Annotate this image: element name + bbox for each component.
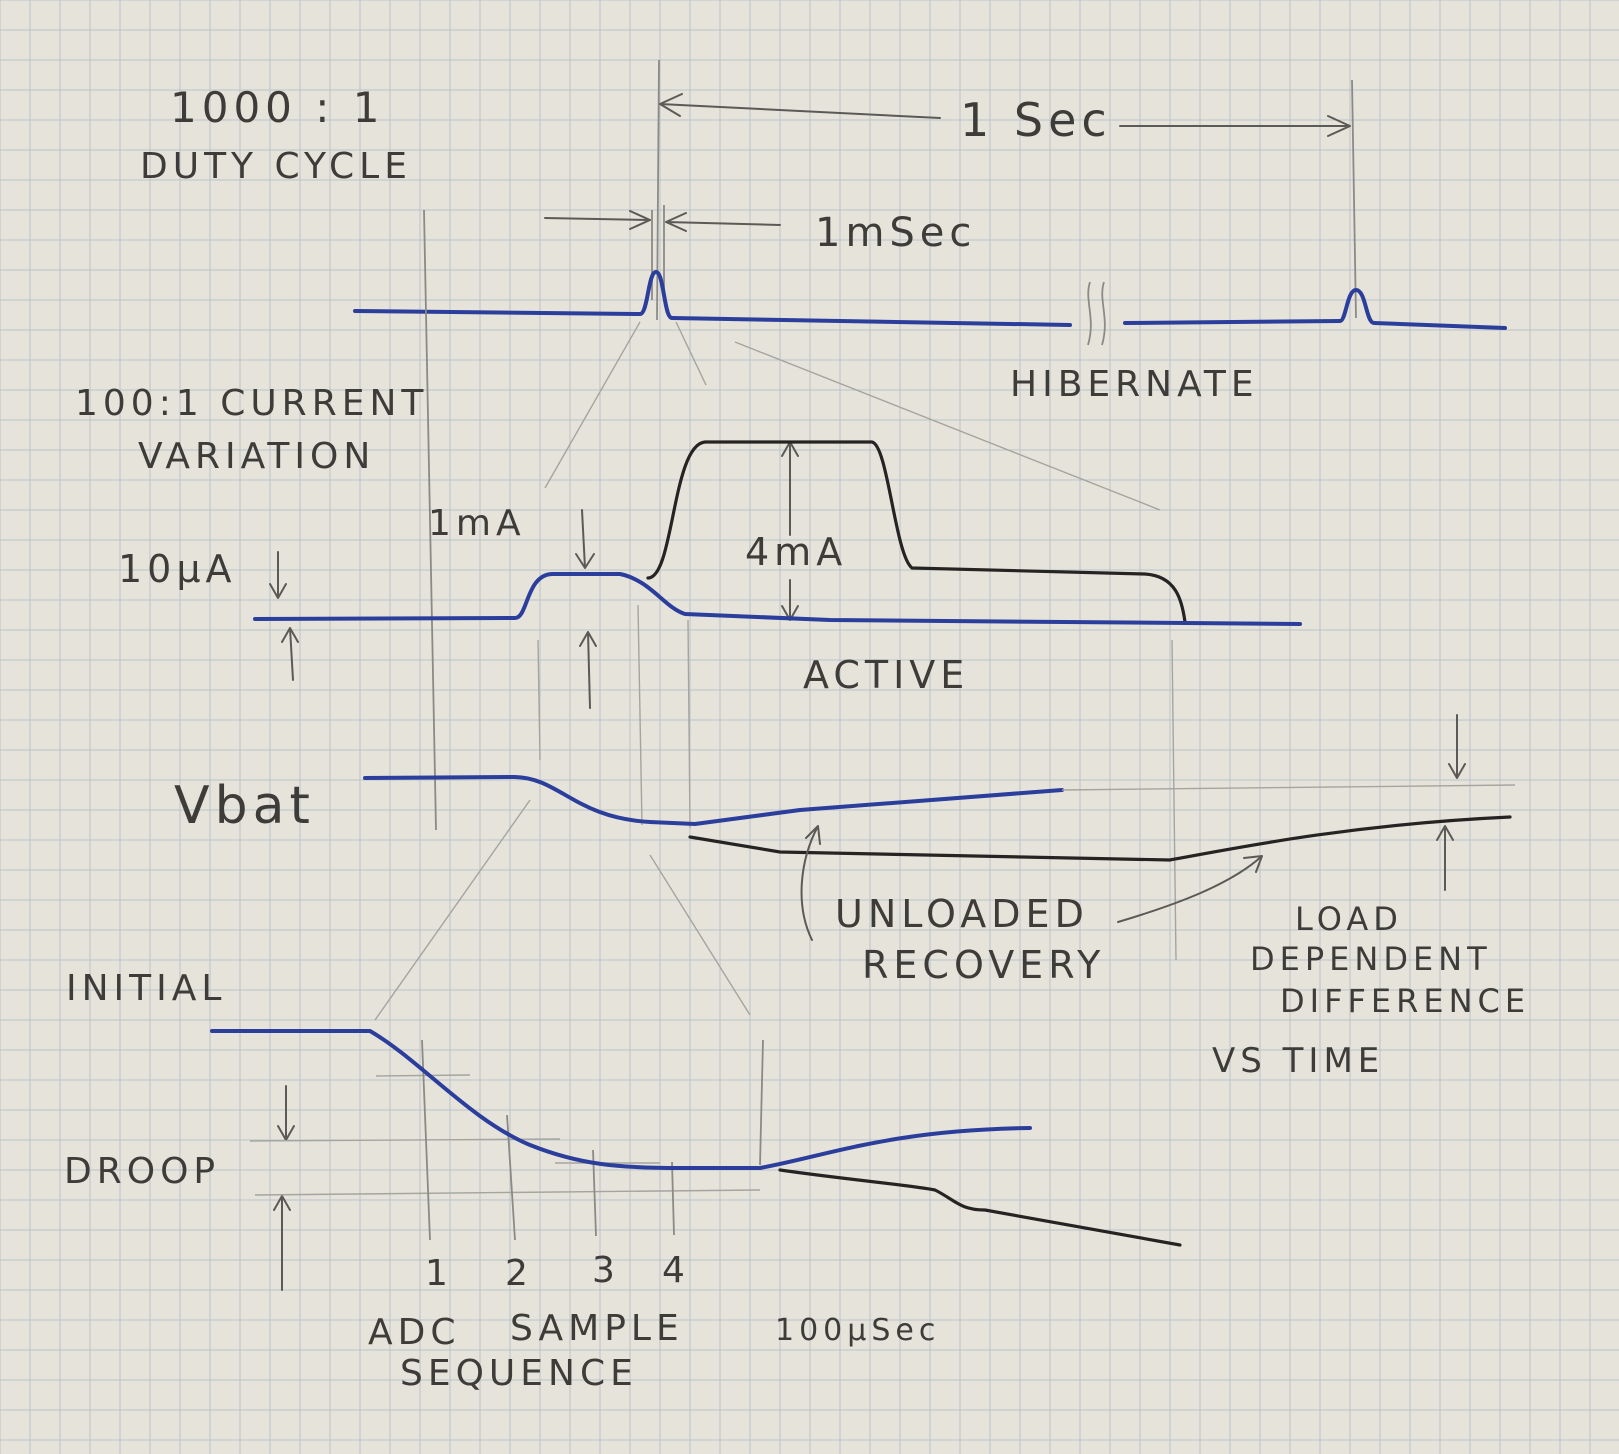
four-ma-up-arrow bbox=[781, 441, 799, 536]
one-ma-up-arrow bbox=[579, 631, 597, 709]
sample-4-tick bbox=[671, 1161, 675, 1236]
load-label: LOAD bbox=[1295, 900, 1403, 938]
droop-top-arrow bbox=[277, 1085, 295, 1141]
vbat-unloaded-waveform bbox=[363, 775, 1064, 826]
droop-reference-line bbox=[254, 1189, 761, 1196]
hundred-usec-label: 100μSec bbox=[775, 1313, 940, 1348]
sample-3-label: 3 bbox=[592, 1250, 620, 1291]
sample-label: SAMPLE bbox=[510, 1308, 684, 1349]
dependent-label: DEPENDENT bbox=[1250, 940, 1492, 978]
zoom-lines-lower bbox=[374, 799, 764, 1166]
difference-top-arrow bbox=[1448, 714, 1466, 779]
adc-blue-waveform bbox=[210, 1029, 1032, 1170]
vbat-loaded-waveform bbox=[688, 815, 1512, 862]
sleep-current-waveform bbox=[253, 572, 1302, 626]
unloaded-pointer-arrow bbox=[800, 825, 821, 941]
axis-break-mark bbox=[1087, 281, 1106, 346]
vbat-unloaded-extension bbox=[1061, 784, 1516, 791]
one-ma-label: 1mA bbox=[428, 503, 526, 544]
sample-1-label: 1 bbox=[425, 1253, 453, 1294]
adc-black-waveform bbox=[778, 1168, 1182, 1247]
phase-line-2 bbox=[637, 604, 643, 826]
recovery-label: RECOVERY bbox=[862, 943, 1105, 987]
one-sec-left-arrow bbox=[659, 93, 941, 119]
sequence-start-marker-line bbox=[423, 209, 437, 831]
droop-bottom-arrow bbox=[273, 1195, 291, 1291]
four-ma-label: 4mA bbox=[745, 530, 847, 574]
ten-ua-bottom-arrow bbox=[281, 627, 299, 681]
one-sec-label: 1 Sec bbox=[960, 93, 1112, 147]
ratio-label: 1000 : 1 bbox=[170, 83, 384, 132]
sample-4-label: 4 bbox=[662, 1250, 690, 1291]
ten-ua-label: 10μA bbox=[118, 547, 237, 591]
phase-line-3 bbox=[687, 619, 691, 829]
vbat-label: Vbat bbox=[174, 776, 315, 836]
hibernate-label: HIBERNATE bbox=[1010, 364, 1259, 405]
one-msec-left-arrow bbox=[544, 210, 651, 230]
sequence-label: SEQUENCE bbox=[400, 1353, 638, 1394]
sample-2-label: 2 bbox=[505, 1253, 533, 1294]
current-variation-label-line1: 100:1 CURRENT bbox=[75, 383, 428, 424]
initial-label: INITIAL bbox=[66, 968, 226, 1009]
difference-label: DIFFERENCE bbox=[1280, 982, 1530, 1020]
phase-line-1 bbox=[537, 639, 541, 761]
ten-ua-top-arrow bbox=[269, 551, 287, 599]
one-ma-down-arrow bbox=[575, 509, 595, 569]
one-sec-left-extension-line bbox=[656, 59, 660, 321]
one-msec-right-arrow bbox=[665, 212, 781, 232]
current-section: 100:1 CURRENT VARIATION 1mA 10μA 4mA ACT… bbox=[75, 209, 1302, 961]
zoom-lines-upper bbox=[544, 321, 1161, 511]
vs-time-label: VS TIME bbox=[1212, 1041, 1384, 1081]
duty-cycle-waveform-segment-2 bbox=[1123, 288, 1507, 330]
droop-label: DROOP bbox=[64, 1151, 220, 1192]
phase-line-4 bbox=[1171, 639, 1177, 961]
unloaded-label: UNLOADED bbox=[835, 892, 1089, 936]
duty-cycle-section: 1000 : 1 DUTY CYCLE 1 Sec 1mSec HIBERNAT… bbox=[140, 59, 1507, 405]
one-sec-right-extension-line bbox=[1351, 79, 1357, 319]
current-variation-label-line2: VARIATION bbox=[138, 436, 375, 477]
sample-1-tick bbox=[421, 1039, 431, 1241]
active-current-waveform bbox=[646, 440, 1187, 624]
duty-cycle-waveform-segment-1 bbox=[353, 270, 1072, 327]
vbat-section: Vbat UNLOADED RECOVERY LOAD DEPENDENT DI… bbox=[174, 714, 1530, 1081]
active-label: ACTIVE bbox=[803, 653, 969, 697]
difference-bottom-arrow bbox=[1436, 825, 1454, 891]
recovery-pointer-arrow bbox=[1117, 855, 1263, 923]
adc-label: ADC bbox=[368, 1312, 460, 1353]
duty-cycle-label: DUTY CYCLE bbox=[140, 146, 412, 187]
one-msec-label: 1mSec bbox=[815, 210, 976, 256]
adc-sample-section: INITIAL DROOP 1 2 3 4 ADC SAMPLE SEQUENC… bbox=[64, 968, 1182, 1394]
one-sec-right-arrow bbox=[1119, 115, 1351, 137]
